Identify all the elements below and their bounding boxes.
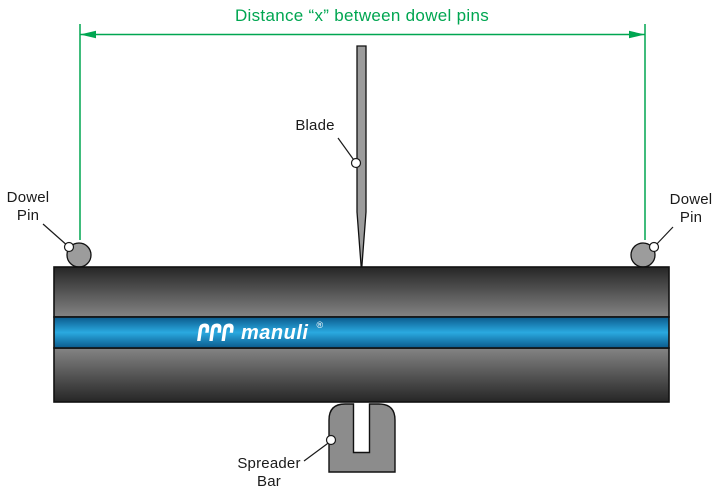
spreader-bar-leader-line [303,440,332,462]
hose-bottom-section [53,347,670,403]
dimension-arrow-left-icon [80,30,96,39]
dimension-arrow-right-icon [629,30,645,39]
blade-marker-icon [350,157,362,169]
blade-leader-line [337,137,357,164]
spreader-bar-shape [328,403,396,473]
dowel-pin-left-marker-icon [63,241,75,253]
blade-label: Blade [295,117,335,134]
dimension-label: Distance “x” between dowel pins [234,6,490,25]
manuli-logo: manuli ® [197,318,323,347]
manuli-logo-mark-icon [197,323,234,341]
dowel-pin-left-leader-line [42,223,70,248]
dowel-pin-right-marker-icon [648,241,660,253]
blade-shape [356,45,367,267]
dowel-pin-left-label: Dowel Pin [6,189,50,224]
hose-top-section [53,266,670,318]
manuli-logo-text: manuli [241,321,309,344]
spreader-bar-label: Spreader Bar [237,455,301,490]
spreader-bar-marker-icon [325,434,337,446]
registered-trademark-icon: ® [316,320,324,330]
dowel-pin-right-label: Dowel Pin [669,191,713,226]
hose-blue-stripe [53,316,670,349]
